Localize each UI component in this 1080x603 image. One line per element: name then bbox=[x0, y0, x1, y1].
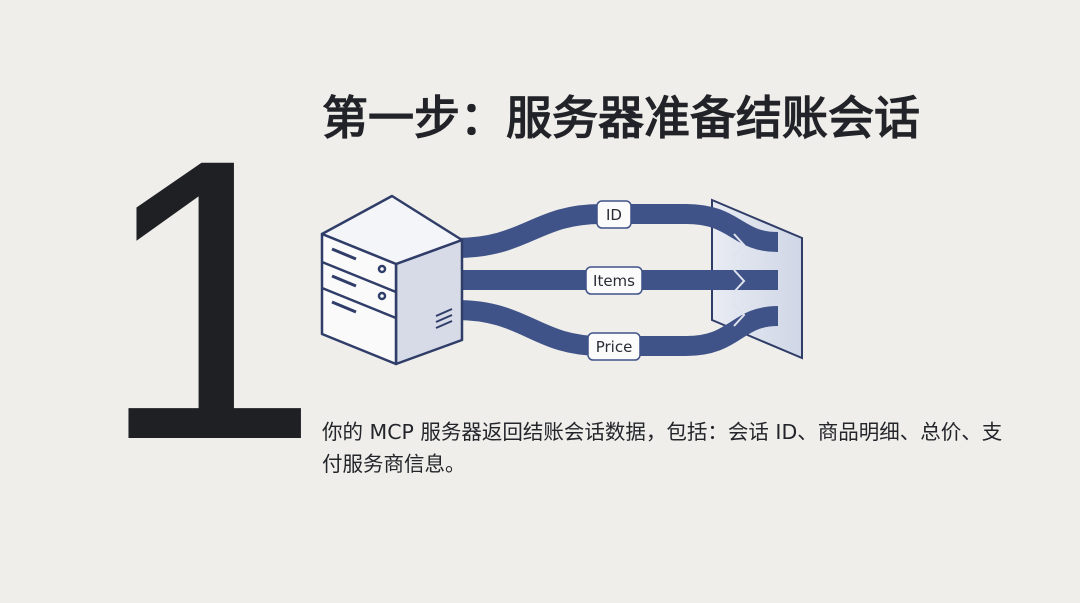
flow-label-price: Price bbox=[587, 332, 641, 361]
flow-label-id: ID bbox=[596, 200, 632, 229]
flow-label-items: Items bbox=[585, 266, 643, 295]
step-number: 1 bbox=[98, 76, 320, 523]
svg-text:Items: Items bbox=[593, 272, 635, 290]
data-flow-diagram: ID Items Price bbox=[320, 194, 803, 366]
svg-text:ID: ID bbox=[606, 206, 622, 224]
server-icon bbox=[320, 194, 464, 366]
svg-text:Price: Price bbox=[596, 338, 633, 356]
step-description: 你的 MCP 服务器返回结账会话数据，包括：会话 ID、商品明细、总价、支付服务… bbox=[322, 420, 1003, 476]
page-title: 第一步：服务器准备结账会话 bbox=[322, 91, 920, 145]
